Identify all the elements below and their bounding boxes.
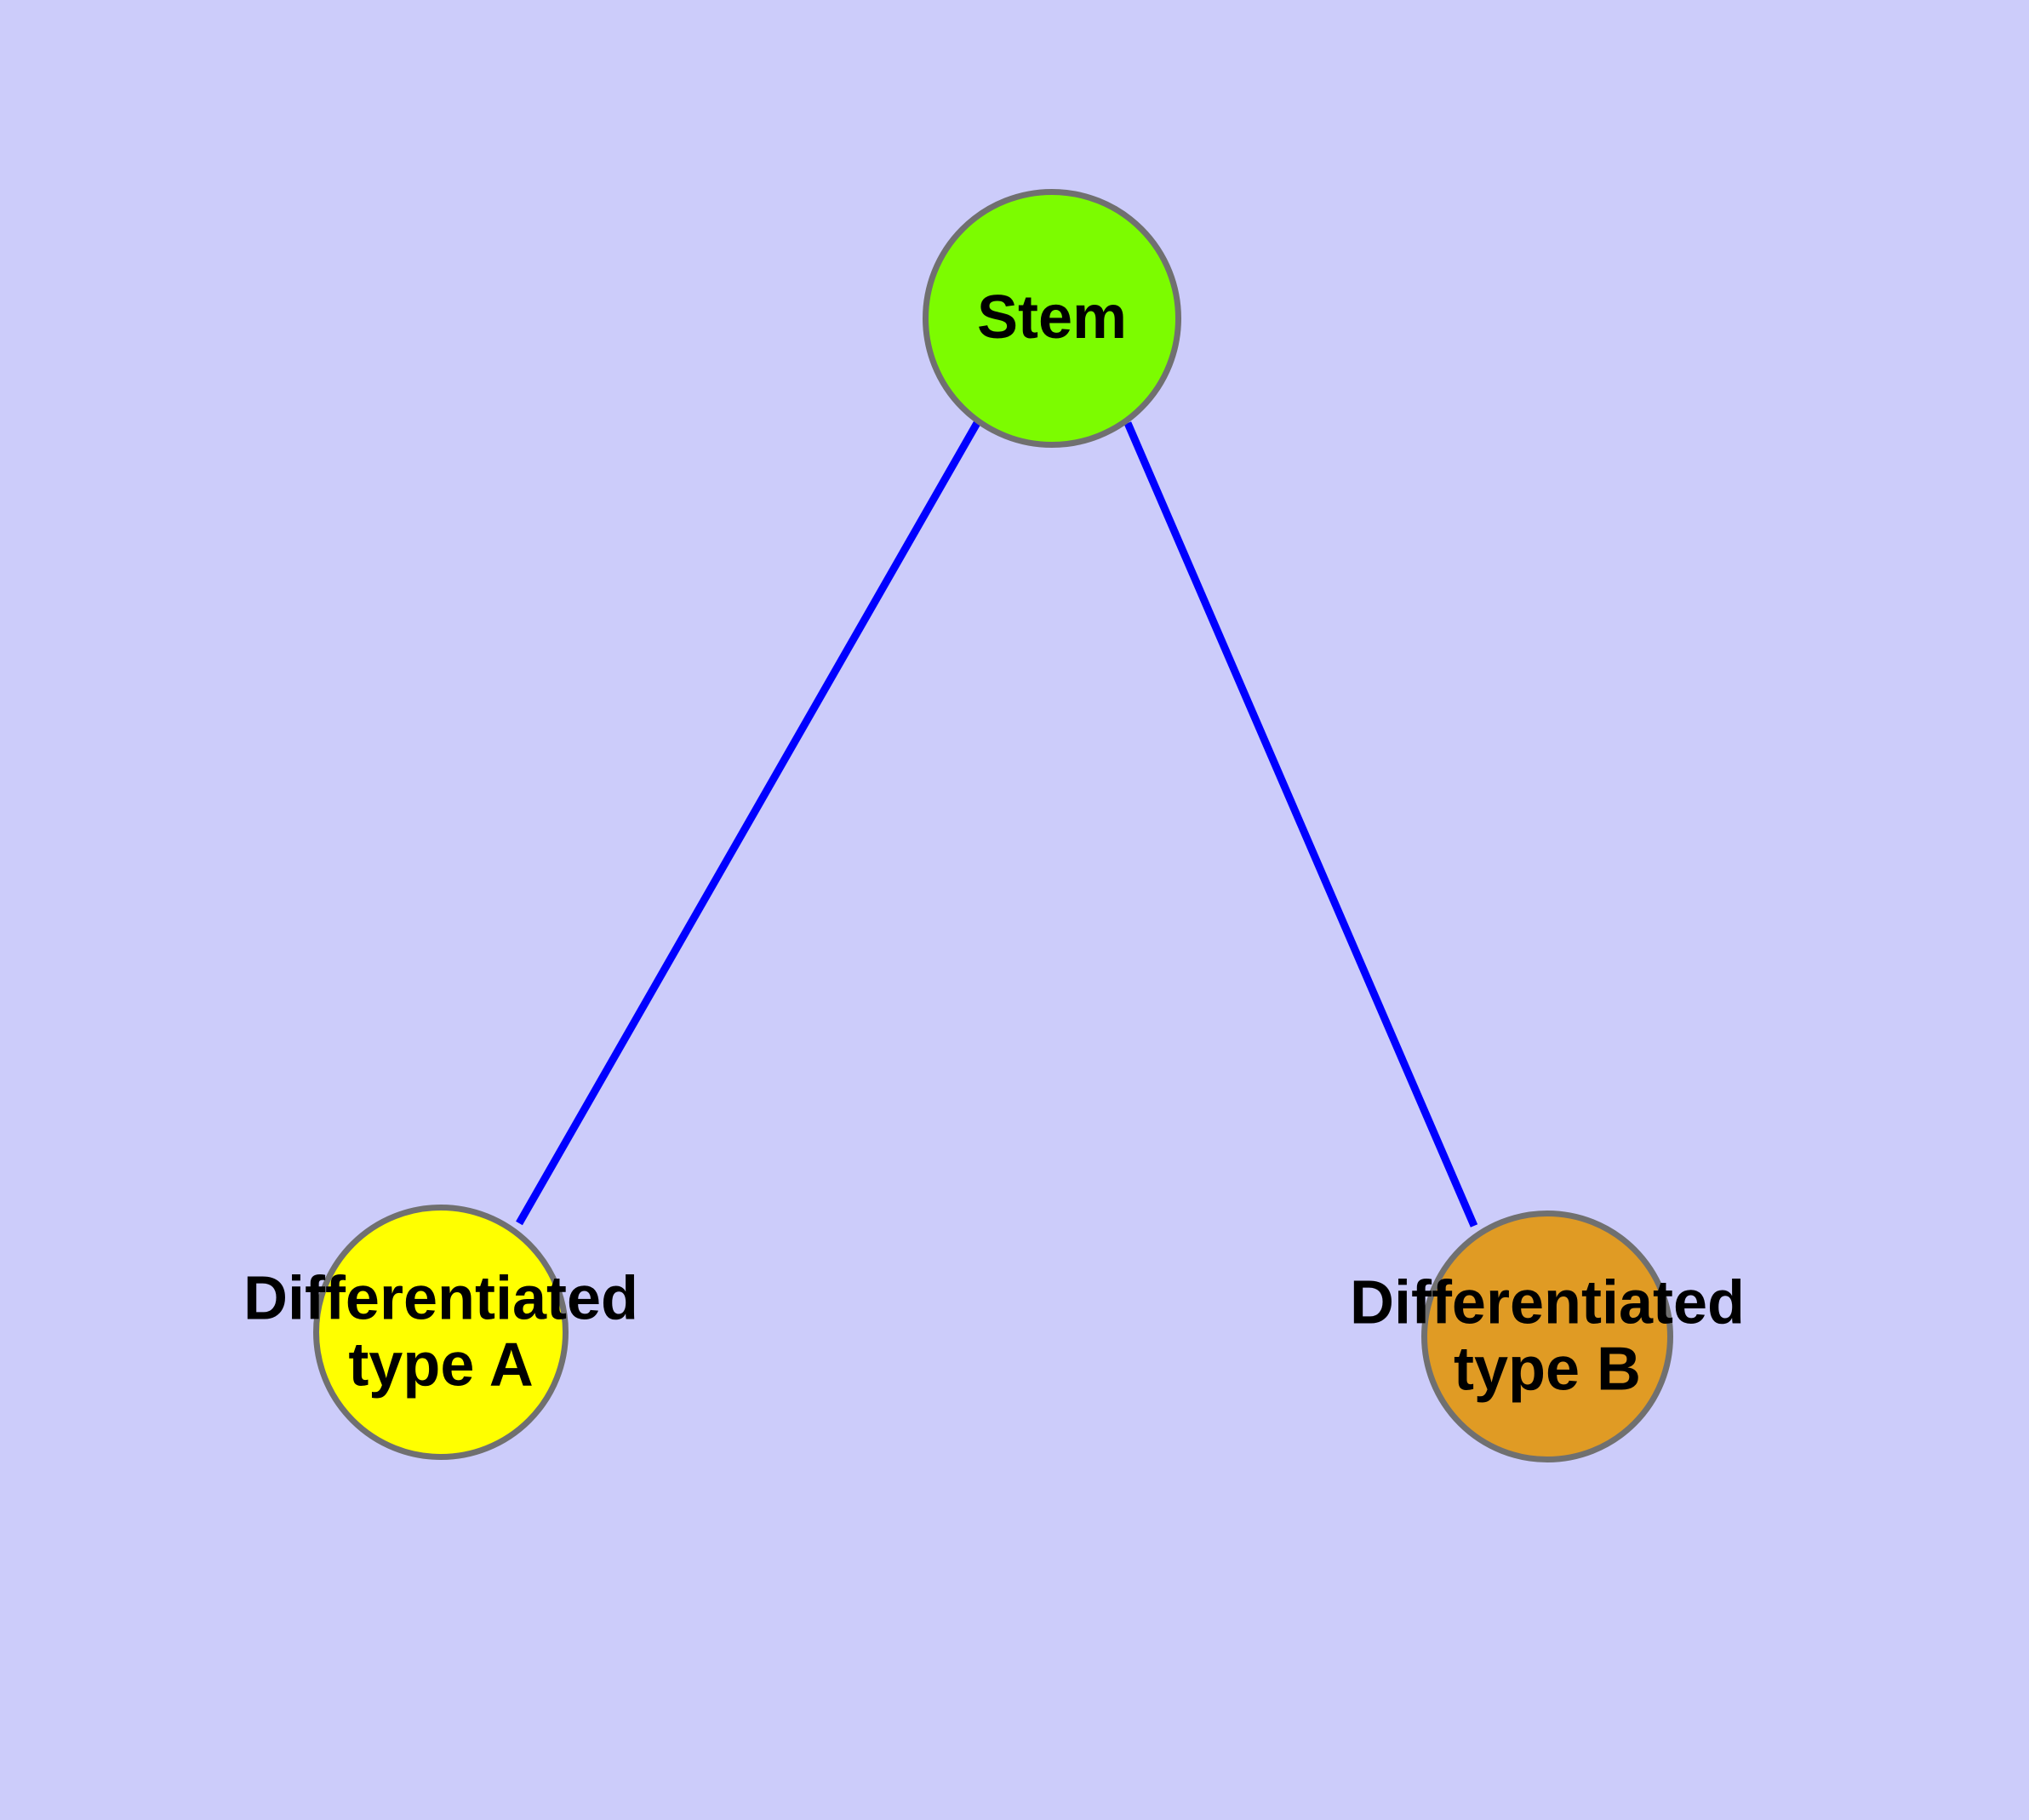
node-differentiated-type-a[interactable] bbox=[313, 1205, 569, 1460]
edge-stem-to-differentiated-type-b[interactable] bbox=[1123, 421, 1478, 1228]
node-differentiated-type-b[interactable] bbox=[1421, 1210, 1673, 1462]
edge-stem-to-differentiated-type-a[interactable] bbox=[516, 421, 980, 1226]
node-stem[interactable] bbox=[923, 189, 1181, 448]
